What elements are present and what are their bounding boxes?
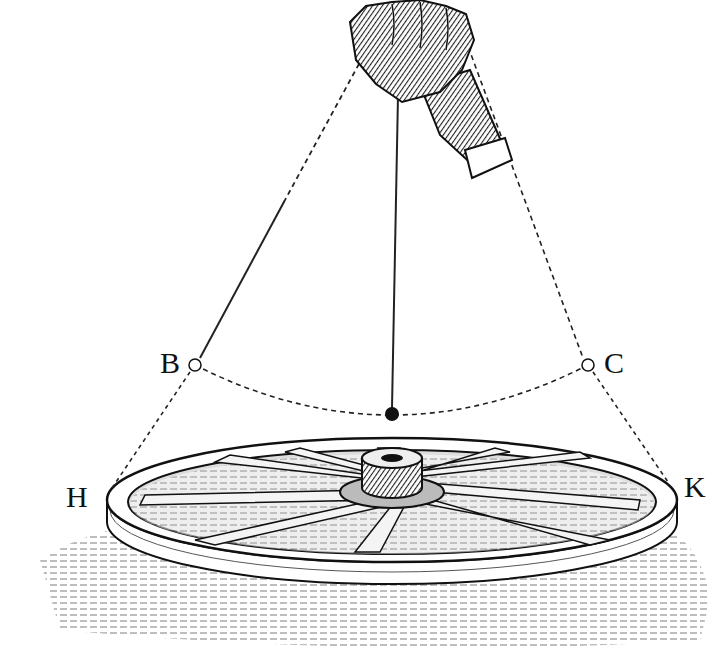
- point-label: K: [684, 472, 706, 502]
- point-label: B: [160, 348, 180, 378]
- point-label: C: [604, 348, 624, 378]
- point-label: H: [66, 482, 88, 512]
